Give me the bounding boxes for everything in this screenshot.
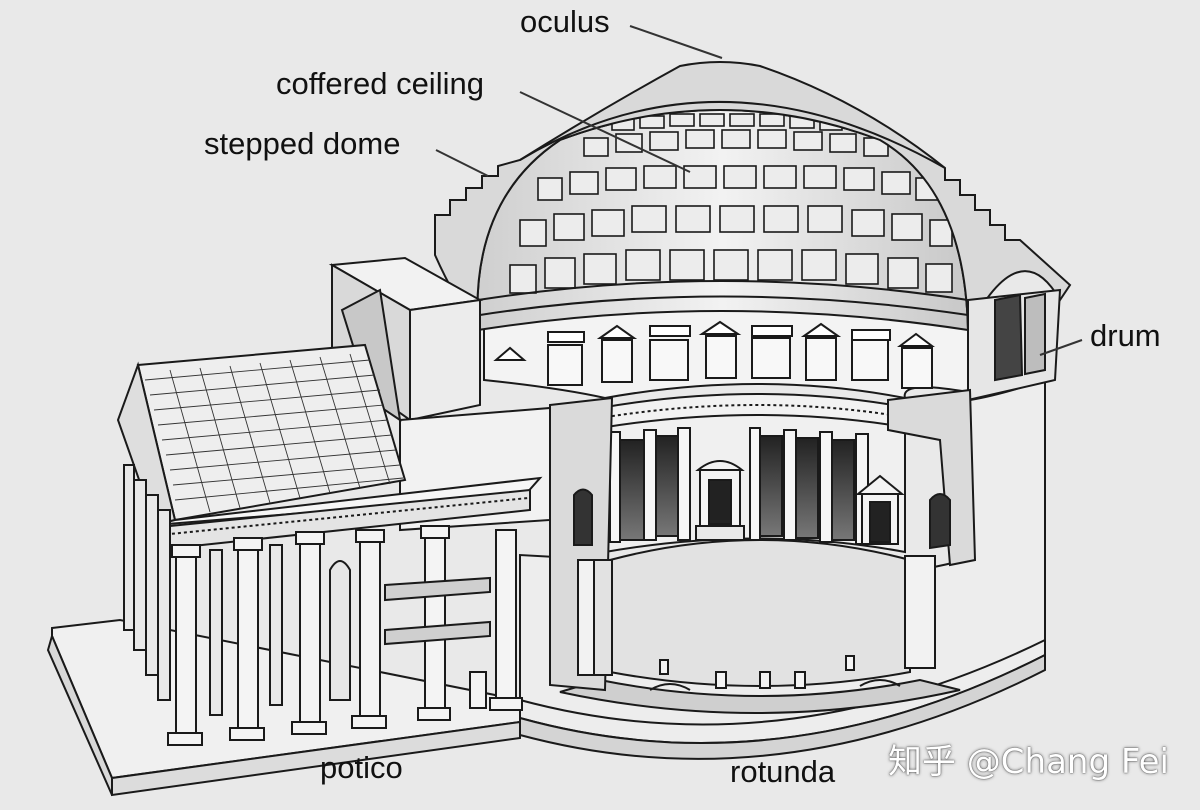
rotunda-left-pier (549, 396, 936, 692)
front-column-row (167, 525, 523, 746)
dome (476, 109, 970, 332)
watermark: 知乎 @Chang Fei (888, 742, 1169, 782)
portico-columns (123, 464, 523, 746)
oculus-leader (629, 25, 723, 59)
label-stepped-dome: stepped dome (204, 126, 401, 161)
leader-lines (435, 25, 1083, 356)
stepped-dome-leader (435, 149, 489, 177)
coffered-ceiling-leader (519, 91, 691, 173)
label-portico: potico (320, 750, 403, 785)
rotunda-floor (559, 539, 961, 714)
rotunda-interior-colonnade (604, 411, 906, 554)
coffer-grid (509, 113, 953, 294)
label-rotunda: rotunda (730, 754, 836, 789)
stepped-dome-shell (434, 61, 1072, 334)
label-oculus: oculus (520, 4, 610, 39)
label-coffered-ceiling: coffered ceiling (276, 66, 484, 101)
drum-wall (887, 288, 1062, 567)
side-column-row (123, 464, 283, 716)
label-drum: drum (1090, 318, 1161, 353)
drum-leader (1039, 339, 1083, 356)
